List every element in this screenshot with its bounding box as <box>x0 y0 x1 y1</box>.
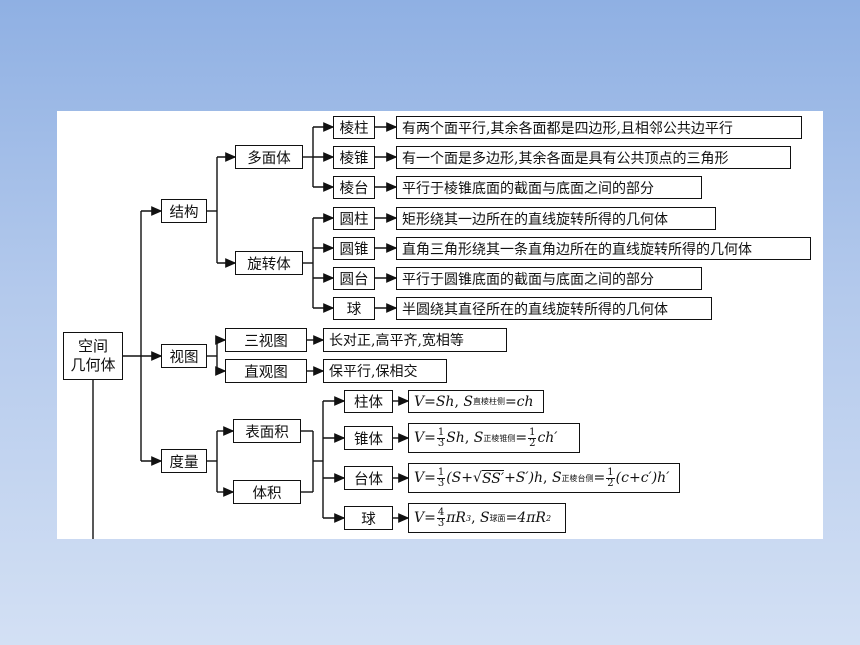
root-label-line1: 空间 <box>77 337 108 355</box>
cone-description: 直角三角形绕其一条直角边所在的直线旋转所得的几何体 <box>396 237 811 260</box>
sphere-description: 半圆绕其直径所在的直线旋转所得的几何体 <box>396 297 712 320</box>
cone-node: 圆锥 <box>333 237 375 260</box>
prism-solid-node: 柱体 <box>344 390 393 413</box>
frustum-node: 棱台 <box>333 176 375 199</box>
sphere-solid-node: 球 <box>344 506 393 530</box>
root-node: 空间 几何体 <box>63 332 123 380</box>
cylinder-description: 矩形绕其一边所在的直线旋转所得的几何体 <box>396 207 716 230</box>
three-views-node: 三视图 <box>225 328 307 352</box>
structure-node: 结构 <box>161 199 207 223</box>
pyramid-description: 有一个面是多边形,其余各面是具有公共顶点的三角形 <box>396 146 791 169</box>
truncated-cone-node: 圆台 <box>333 267 375 290</box>
root-label-line2: 几何体 <box>70 356 116 374</box>
frustum-solid-node: 台体 <box>344 466 393 490</box>
three-views-description: 长对正,高平齐,宽相等 <box>323 328 507 352</box>
cylinder-node: 圆柱 <box>333 207 375 230</box>
oblique-view-description: 保平行,保相交 <box>323 359 447 383</box>
frustum-description: 平行于棱锥底面的截面与底面之间的部分 <box>396 176 702 199</box>
volume-node: 体积 <box>233 480 301 504</box>
connector-lines <box>88 122 410 539</box>
polyhedron-node: 多面体 <box>235 145 303 169</box>
prism-node: 棱柱 <box>333 116 375 139</box>
surface-area-node: 表面积 <box>233 419 301 443</box>
truncated-cone-description: 平行于圆锥底面的截面与底面之间的部分 <box>396 267 702 290</box>
views-node: 视图 <box>161 344 207 368</box>
oblique-view-node: 直观图 <box>225 359 307 383</box>
sqrt-sign: √ <box>473 470 482 486</box>
concept-map-panel: 空间 几何体 结构 视图 度量 多面体 旋转体 三视图 直观图 表面积 体积 棱… <box>57 111 823 539</box>
sphere-node: 球 <box>333 297 375 320</box>
measure-node: 度量 <box>161 449 207 473</box>
rotation-body-node: 旋转体 <box>235 251 303 275</box>
pyramid-solid-node: 锥体 <box>344 426 393 450</box>
pyramid-node: 棱锥 <box>333 146 375 169</box>
prism-description: 有两个面平行,其余各面都是四边形,且相邻公共边平行 <box>396 116 802 139</box>
